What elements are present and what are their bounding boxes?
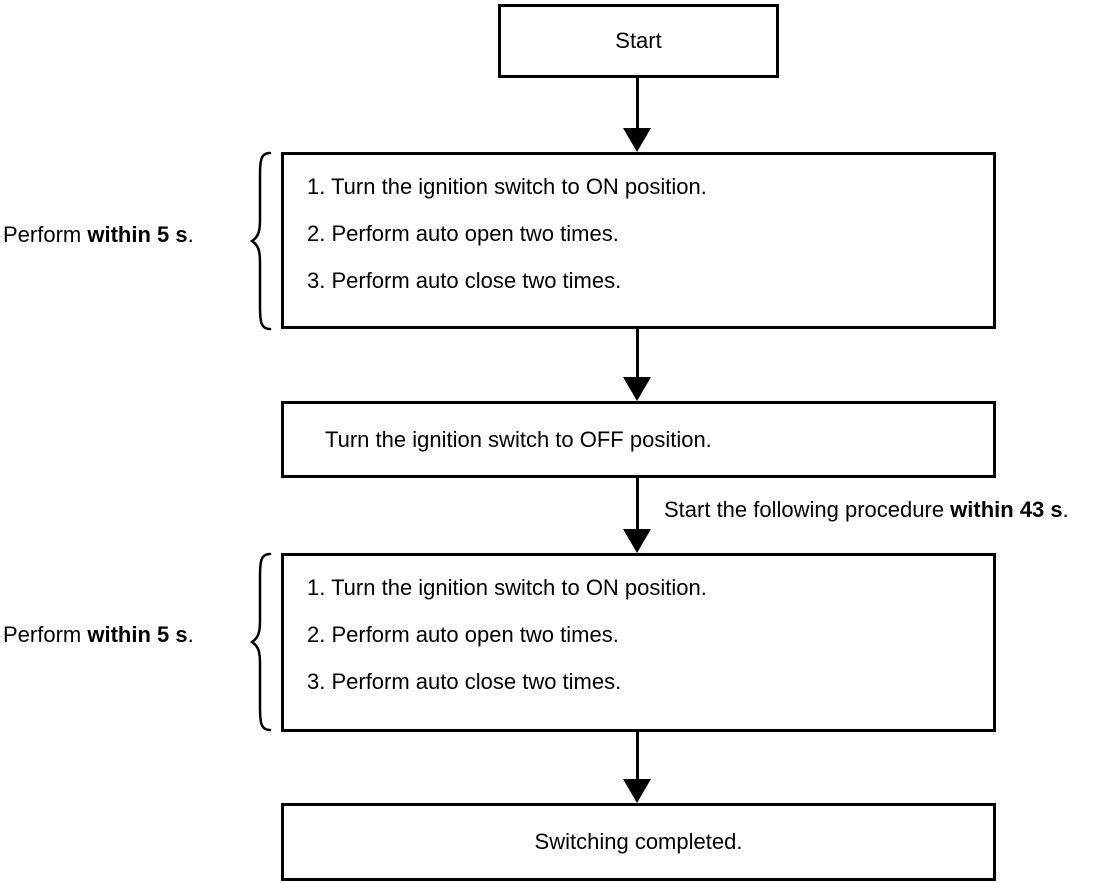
- procedure-2-step-1: 1. Turn the ignition switch to ON positi…: [307, 575, 707, 600]
- procedure-2-step-3: 3. Perform auto close two times.: [307, 669, 622, 694]
- arrow-stem: [635, 78, 639, 138]
- ignition-off-node: Turn the ignition switch to OFF position…: [281, 401, 996, 478]
- flow-arrow-3: [623, 478, 651, 553]
- perform-within-label-2: Perform within 5 s.: [3, 621, 194, 649]
- left-brace-icon: [249, 151, 272, 331]
- procedure-1-step-1: 1. Turn the ignition switch to ON positi…: [307, 174, 707, 199]
- perform-label-bold: within 5 s: [87, 222, 188, 247]
- perform-label-suffix: .: [187, 622, 194, 647]
- perform-label-prefix: Perform: [3, 622, 88, 647]
- annotation-suffix: .: [1062, 497, 1069, 522]
- flow-arrow-2: [623, 329, 651, 401]
- procedure-2-step-2: 2. Perform auto open two times.: [307, 622, 619, 647]
- annotation-prefix: Start the following procedure: [664, 497, 951, 522]
- end-node: Switching completed.: [281, 803, 996, 881]
- arrow-head-icon: [623, 529, 651, 553]
- perform-label-suffix: .: [187, 222, 194, 247]
- procedure-box-1: 1. Turn the ignition switch to ON positi…: [281, 152, 996, 329]
- perform-label-bold: within 5 s: [87, 622, 188, 647]
- arrow-head-icon: [623, 377, 651, 401]
- start-node-label: Start: [615, 28, 662, 53]
- arrow-stem: [635, 478, 639, 539]
- ignition-off-label: Turn the ignition switch to OFF position…: [325, 426, 712, 452]
- perform-within-label-1: Perform within 5 s.: [3, 221, 194, 249]
- arrow-stem: [635, 329, 639, 387]
- procedure-box-2: 1. Turn the ignition switch to ON positi…: [281, 553, 996, 732]
- flow-arrow-1: [623, 78, 651, 152]
- flow-arrow-4: [623, 732, 651, 803]
- annotation-bold: within 43 s: [950, 497, 1063, 522]
- procedure-1-step-3: 3. Perform auto close two times.: [307, 268, 622, 293]
- timing-annotation: Start the following procedure within 43 …: [664, 496, 1069, 524]
- arrow-stem: [635, 732, 639, 789]
- start-node: Start: [498, 4, 779, 78]
- end-node-label: Switching completed.: [534, 829, 743, 854]
- arrow-head-icon: [623, 779, 651, 803]
- arrow-head-icon: [623, 128, 651, 152]
- procedure-1-step-2: 2. Perform auto open two times.: [307, 221, 619, 246]
- perform-label-prefix: Perform: [3, 222, 88, 247]
- left-brace-icon: [249, 552, 272, 732]
